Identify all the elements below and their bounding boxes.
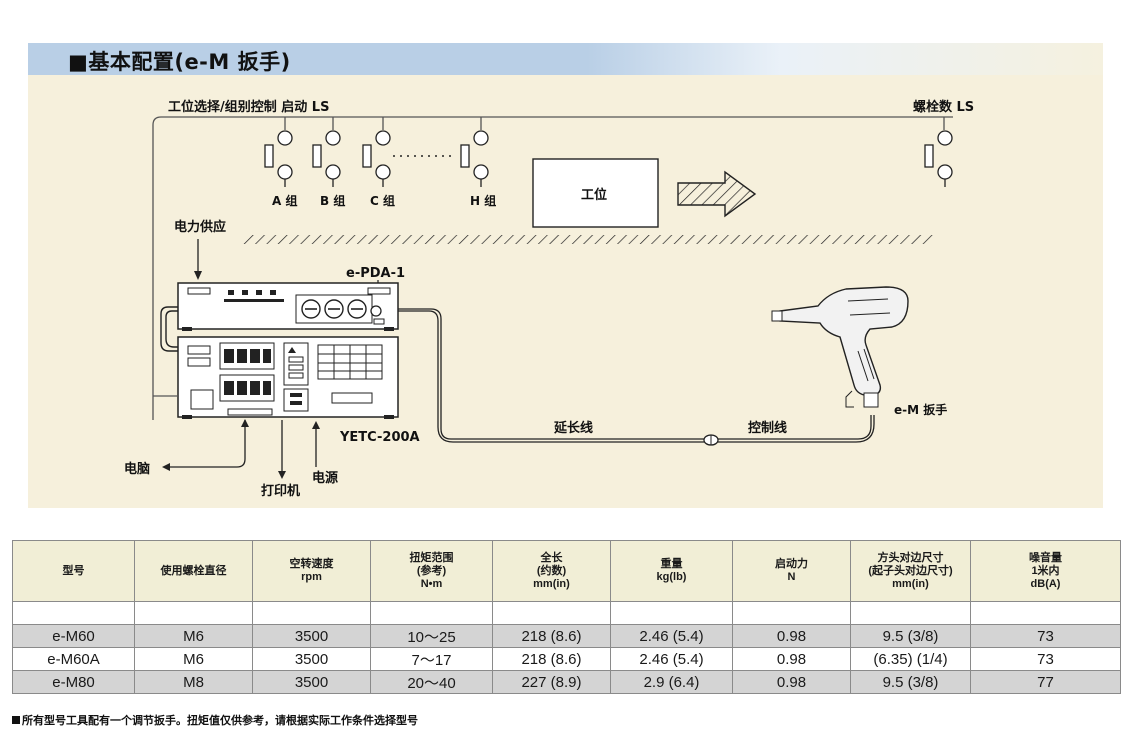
header-noise: 噪音量 1米内 dB(A) — [970, 540, 1121, 602]
limit-switch-group-h: H 组 — [460, 130, 496, 208]
label-bolt-count: 螺栓数 LS — [913, 99, 974, 115]
direction-arrow-icon — [677, 170, 757, 218]
cell-model: e-M80 — [12, 670, 135, 694]
configuration-diagram: 工位选择/组别控制 启动 LS 螺栓数 LS A 组 B 组 — [28, 75, 1103, 508]
diagram-svg: 工位选择/组别控制 启动 LS 螺栓数 LS A 组 B 组 — [124, 99, 974, 499]
table-row: e-M60 M6 3500 10～25 218 (8.6) 2.46 (5.4)… — [12, 624, 1121, 648]
controller-e-pda-1 — [177, 282, 399, 331]
cell-noise: 77 — [970, 670, 1121, 694]
cell-torque-range: 10～25 — [370, 624, 493, 648]
cell-noise: 73 — [970, 624, 1121, 648]
label-station-select: 工位选择/组别控制 启动 LS — [168, 99, 329, 115]
cell-square-drive: 9.5 (3/8) — [850, 670, 971, 694]
table-spacer-row — [12, 601, 1121, 625]
limit-switch-group-b: B 组 — [312, 130, 345, 208]
cell-square-drive: (6.35) (1/4) — [850, 647, 971, 671]
arrow-up-icon — [241, 419, 249, 427]
printer-label: 打印机 — [261, 483, 300, 499]
cell-length: 218 (8.6) — [492, 647, 611, 671]
cell-torque-range: 7～17 — [370, 647, 493, 671]
cell-square-drive: 9.5 (3/8) — [850, 624, 971, 648]
limit-switch-bolt-count — [924, 130, 953, 187]
header-bolt-diameter: 使用螺栓直径 — [134, 540, 253, 602]
power-source-label: 电源 — [312, 470, 338, 486]
footnote: 所有型号工具配有一个调节扳手。扭矩值仅供参考，请根据实际工作条件选择型号 — [12, 712, 418, 728]
cell-model: e-M60 — [12, 624, 135, 648]
wrench-tool-icon — [771, 286, 909, 408]
cell-length: 227 (8.9) — [492, 670, 611, 694]
square-bullet-icon — [12, 716, 20, 724]
cell-free-speed: 3500 — [252, 624, 371, 648]
cell-weight: 2.46 (5.4) — [610, 624, 733, 648]
header-torque-range: 扭矩范围 (参考) N•m — [370, 540, 493, 602]
cell-start-force: 0.98 — [732, 624, 851, 648]
table-row: e-M60A M6 3500 7～17 218 (8.6) 2.46 (5.4)… — [12, 647, 1121, 671]
cell-noise: 73 — [970, 647, 1121, 671]
controller-yetc-200a — [177, 336, 399, 419]
cell-free-speed: 3500 — [252, 670, 371, 694]
arrow-down-icon — [194, 271, 202, 280]
cell-free-speed: 3500 — [252, 647, 371, 671]
cell-torque-range: 20～40 — [370, 670, 493, 694]
cell-start-force: 0.98 — [732, 670, 851, 694]
computer-label: 电脑 — [124, 461, 150, 477]
footnote-text: 所有型号工具配有一个调节扳手。扭矩值仅供参考，请根据实际工作条件选择型号 — [22, 714, 418, 727]
cell-bolt-diameter: M6 — [134, 647, 253, 671]
decorative-arc — [560, 0, 800, 20]
control-cable-label: 控制线 — [748, 420, 787, 436]
arrow-left-icon — [162, 463, 170, 471]
header-weight: 重量 kg(lb) — [610, 540, 733, 602]
section-title: ■基本配置(e-M 扳手) — [68, 50, 291, 74]
cell-weight: 2.46 (5.4) — [610, 647, 733, 671]
arrow-up-icon — [312, 421, 320, 429]
header-free-speed: 空转速度 rpm — [252, 540, 371, 602]
station-box-label: 工位 — [581, 187, 607, 203]
extension-cable — [398, 308, 872, 440]
spec-table: 型号 使用螺栓直径 空转速度 rpm 扭矩范围 (参考) N•m 全长 (约数)… — [12, 540, 1121, 694]
signal-wire — [152, 116, 953, 420]
cell-start-force: 0.98 — [732, 647, 851, 671]
header-model: 型号 — [12, 540, 135, 602]
group-a-label: A 组 — [272, 193, 297, 208]
cell-weight: 2.9 (6.4) — [610, 670, 733, 694]
station-box — [532, 158, 659, 228]
group-c-label: C 组 — [370, 193, 395, 208]
controller-bottom-label: YETC-200A — [339, 430, 420, 445]
controller-top-label: e-PDA-1 — [346, 266, 405, 281]
cell-bolt-diameter: M8 — [134, 670, 253, 694]
group-b-label: B 组 — [320, 193, 345, 208]
cell-model: e-M60A — [12, 647, 135, 671]
header-length: 全长 (约数) mm(in) — [492, 540, 611, 602]
power-supply-label: 电力供应 — [174, 219, 226, 235]
arrow-down-icon — [278, 471, 286, 479]
conveyor-line — [243, 235, 933, 244]
group-h-label: H 组 — [470, 193, 496, 208]
extension-cable-label: 延长线 — [553, 420, 593, 436]
limit-switch-group-a: A 组 — [264, 130, 297, 208]
cell-bolt-diameter: M6 — [134, 624, 253, 648]
cell-length: 218 (8.6) — [492, 624, 611, 648]
wrench-label: e-M 扳手 — [894, 402, 947, 417]
limit-switch-group-c: C 组 — [362, 130, 395, 208]
section-header: ■基本配置(e-M 扳手) — [28, 43, 1103, 75]
table-header-row: 型号 使用螺栓直径 空转速度 rpm 扭矩范围 (参考) N•m 全长 (约数)… — [12, 540, 1121, 602]
table-row: e-M80 M8 3500 20～40 227 (8.9) 2.9 (6.4) … — [12, 670, 1121, 694]
header-start-force: 启动力 N — [732, 540, 851, 602]
header-square-drive: 方头对边尺寸 (起子头对边尺寸) mm(in) — [850, 540, 971, 602]
